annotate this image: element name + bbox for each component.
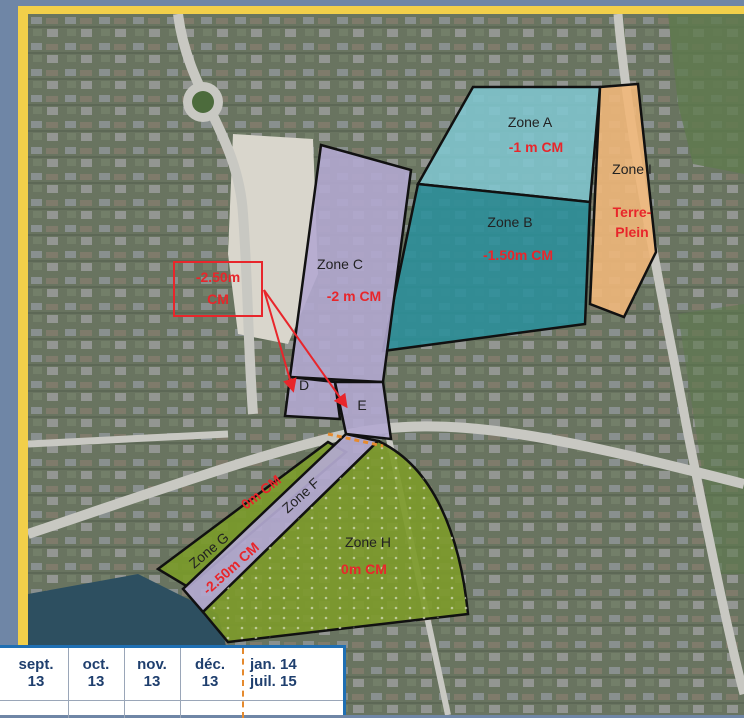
zone-i-depth-line1: Terre-: [613, 204, 652, 220]
timeline-year: 13: [87, 673, 105, 690]
depth-callout-box: [173, 261, 263, 317]
zone-a-label: Zone A: [508, 114, 553, 130]
timeline-col-dec: déc. 13: [182, 654, 238, 692]
road: [173, 14, 258, 415]
timeline-col-jan-juil: jan. 14 juil. 15: [250, 654, 340, 692]
zone-e-label: E: [357, 397, 366, 413]
zone-b-depth: -1.50m CM: [483, 247, 553, 263]
timeline-month: juil. 15: [250, 673, 297, 690]
timeline-dashed-divider: [242, 648, 244, 718]
zone-i-label: Zone I: [612, 161, 652, 177]
zone-i-depth-line2: Plein: [615, 224, 648, 240]
timeline-table: sept. 13 oct. 13 nov. 13 déc. 13 jan. 14…: [0, 645, 346, 718]
zone-c-depth: -2 m CM: [327, 288, 381, 304]
field-area: [678, 304, 744, 574]
timeline-month: déc.: [194, 656, 225, 673]
zone-b[interactable]: [381, 182, 592, 353]
timeline-month: jan. 14: [250, 656, 297, 673]
timeline-year: 13: [201, 673, 219, 690]
zone-a-depth: -1 m CM: [509, 139, 563, 155]
timeline-col-oct: oct. 13: [70, 654, 122, 692]
timeline-col-nov: nov. 13: [126, 654, 178, 692]
timeline-month: nov.: [137, 656, 167, 673]
zone-map-svg: Zone A Zone B Zone I Zone C D E Zone H Z…: [28, 14, 744, 715]
satellite-map[interactable]: Zone A Zone B Zone I Zone C D E Zone H Z…: [28, 14, 744, 715]
callout-arrow-e: [263, 289, 348, 409]
timeline-year: 13: [27, 673, 45, 690]
zone-h-label: Zone H: [345, 534, 391, 550]
zone-b-label: Zone B: [487, 214, 532, 230]
zone-h-depth: 0m CM: [341, 561, 387, 577]
timeline-month: oct.: [82, 656, 110, 673]
timeline-year: 13: [143, 673, 161, 690]
zone-i[interactable]: [588, 82, 658, 319]
zone-e[interactable]: [333, 380, 393, 441]
callout-depth-line1: -2.50m: [196, 269, 240, 285]
field-area: [668, 14, 744, 174]
timeline-col-sept: sept. 13: [6, 654, 66, 692]
timeline-month: sept.: [18, 656, 54, 673]
road: [28, 430, 229, 448]
junction-marker: [327, 432, 384, 448]
zone-d[interactable]: [283, 375, 342, 421]
callout-depth-line2: CM: [207, 291, 229, 307]
callout-arrow-d: [263, 289, 297, 393]
zone-d-label: D: [299, 377, 309, 393]
zone-c-label: Zone C: [317, 256, 363, 272]
